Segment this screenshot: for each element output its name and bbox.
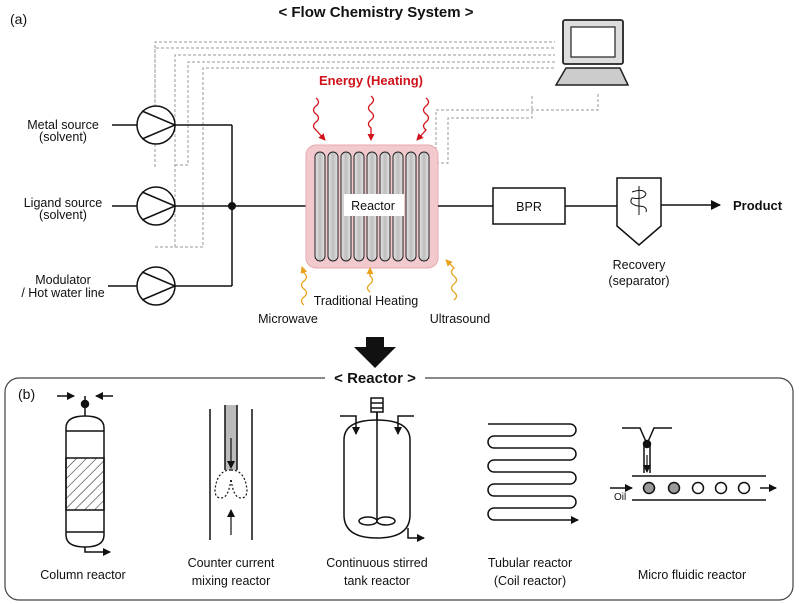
tubular-coil-reactor-icon xyxy=(487,423,579,524)
metal-source-solvent: (solvent) xyxy=(39,130,87,144)
pump-ligand-icon xyxy=(136,186,177,226)
feed-lines xyxy=(108,124,312,287)
cstr-label-line2: tank reactor xyxy=(344,574,410,588)
reactor-label: Reactor xyxy=(351,199,395,213)
column-reactor-label: Column reactor xyxy=(40,568,125,582)
microwave-label: Microwave xyxy=(258,312,318,326)
ultrasound-label: Ultrasound xyxy=(430,312,490,326)
counter-current-reactor-icon xyxy=(209,405,253,540)
modulator-label: Modulator xyxy=(35,273,91,287)
mixing-junction xyxy=(228,202,236,210)
tubular-reactor-label-line1: Tubular reactor xyxy=(488,556,572,570)
outlet-lines xyxy=(438,200,721,210)
heating-wave-arrows xyxy=(300,259,458,306)
hot-water-line-label: / Hot water line xyxy=(21,286,104,300)
energy-wave-arrows xyxy=(312,95,430,141)
counter-current-label-line2: mixing reactor xyxy=(192,574,271,588)
bpr-label: BPR xyxy=(516,200,542,214)
micro-fluidic-reactor-label: Micro fluidic reactor xyxy=(638,568,746,582)
panel-b-label: (b) xyxy=(18,386,35,402)
ligand-source-label: Ligand source xyxy=(24,196,103,210)
tubular-reactor-label-line2: (Coil reactor) xyxy=(494,574,566,588)
down-arrow-icon xyxy=(354,337,396,368)
computer-icon xyxy=(554,19,630,86)
separator-label: (separator) xyxy=(608,274,669,288)
product-label: Product xyxy=(733,198,783,213)
pump-modulator-icon xyxy=(136,266,177,306)
panel-a-label: (a) xyxy=(10,11,27,27)
metal-source-label: Metal source xyxy=(27,118,99,132)
control-lines xyxy=(154,41,599,248)
cstr-icon xyxy=(340,397,425,542)
separator-icon xyxy=(616,177,662,246)
ligand-source-solvent: (solvent) xyxy=(39,208,87,222)
reactor-section-title: < Reactor > xyxy=(334,370,416,387)
column-reactor-icon xyxy=(57,392,113,556)
cstr-label-line1: Continuous stirred xyxy=(326,556,427,570)
counter-current-label-line1: Counter current xyxy=(188,556,275,570)
oil-label: Oil xyxy=(614,492,626,503)
recovery-label: Recovery xyxy=(613,258,667,272)
reactor-block: Reactor xyxy=(305,144,439,269)
pump-metal-icon xyxy=(136,105,177,145)
bpr-box: BPR xyxy=(492,187,566,225)
traditional-heating-label: Traditional Heating xyxy=(314,294,419,308)
diagram-title: < Flow Chemistry System > xyxy=(278,4,473,21)
energy-heating-label: Energy (Heating) xyxy=(319,73,423,88)
microfluidic-reactor-icon xyxy=(610,427,777,501)
